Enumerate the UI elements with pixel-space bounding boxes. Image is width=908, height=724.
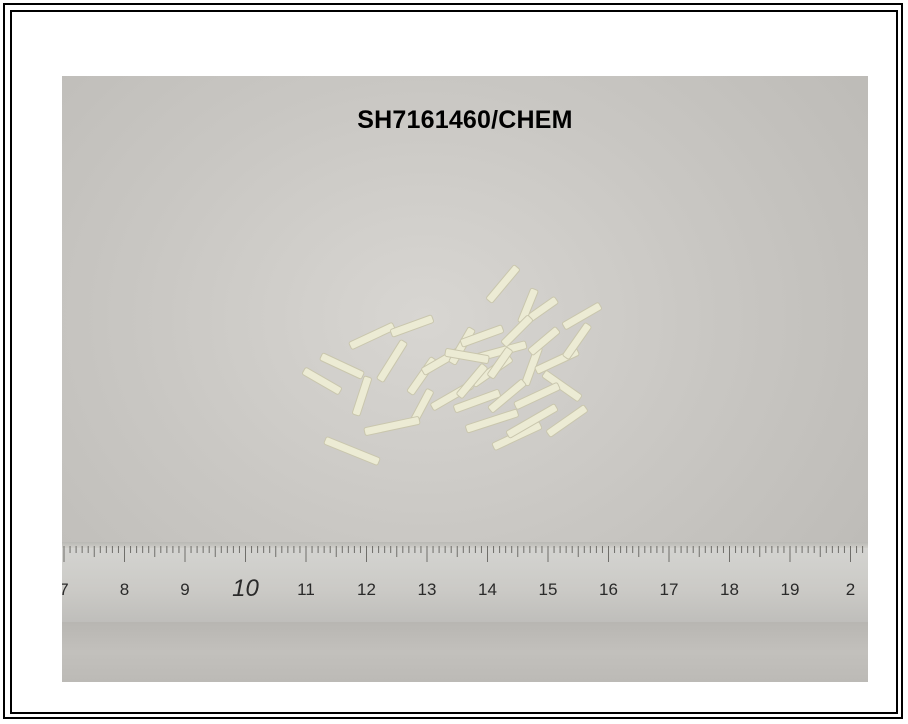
ruler-label: 7 (62, 580, 69, 599)
pellet-stick (487, 379, 527, 413)
ruler-label: 14 (478, 580, 497, 599)
pellet-stick (444, 348, 490, 364)
pellet-stick (486, 264, 520, 304)
table-surface (62, 622, 868, 682)
pellet-stick (562, 302, 602, 330)
pellet-stick (505, 403, 559, 439)
pellet-stick (453, 389, 501, 413)
pellet-stick (562, 322, 592, 360)
ruler-label: 13 (417, 580, 437, 599)
pellet-stick (527, 326, 561, 356)
ruler-label: 2 (845, 580, 856, 599)
pellet-stick (501, 315, 533, 347)
ruler-label: 11 (297, 580, 315, 599)
ruler-label: 15 (538, 580, 558, 599)
pellet-stick (456, 363, 488, 399)
ruler-label: 12 (357, 580, 376, 599)
ruler-label: 16 (599, 580, 618, 599)
ruler-label: 8 (119, 580, 130, 599)
ruler-label: 17 (659, 580, 679, 599)
ruler: 7 8 9 10 11 12 13 14 15 16 17 18 19 2 (62, 542, 868, 622)
pellet-stick (352, 375, 372, 417)
pellet-stick (465, 408, 519, 434)
pellet-stick (513, 382, 561, 410)
pellet-stick (376, 339, 408, 383)
pellet-sticks (302, 264, 602, 466)
pellet-stick (302, 367, 342, 395)
pellet-stick (546, 404, 588, 438)
ruler-label: 9 (180, 580, 190, 599)
sample-photo: SH7161460/CHEM 7 8 9 10 11 12 13 14 15 16 17 18 19 2 (62, 76, 868, 682)
pellet-stick (348, 322, 396, 350)
pellet-stick (363, 416, 421, 436)
pellet-stick (390, 314, 434, 338)
pellet-stick (319, 352, 365, 380)
pellet-stick (323, 436, 381, 466)
ruler-ticks (63, 546, 864, 562)
ruler-label: 18 (720, 580, 739, 599)
sample-label: SH7161460/CHEM (357, 106, 573, 134)
ruler-label: 10 (232, 575, 259, 602)
outer-frame (3, 3, 903, 719)
pellet-stick (460, 324, 504, 348)
ruler-label: 19 (780, 580, 800, 599)
pellet-stick (487, 347, 513, 379)
pellet-stick (541, 370, 583, 402)
